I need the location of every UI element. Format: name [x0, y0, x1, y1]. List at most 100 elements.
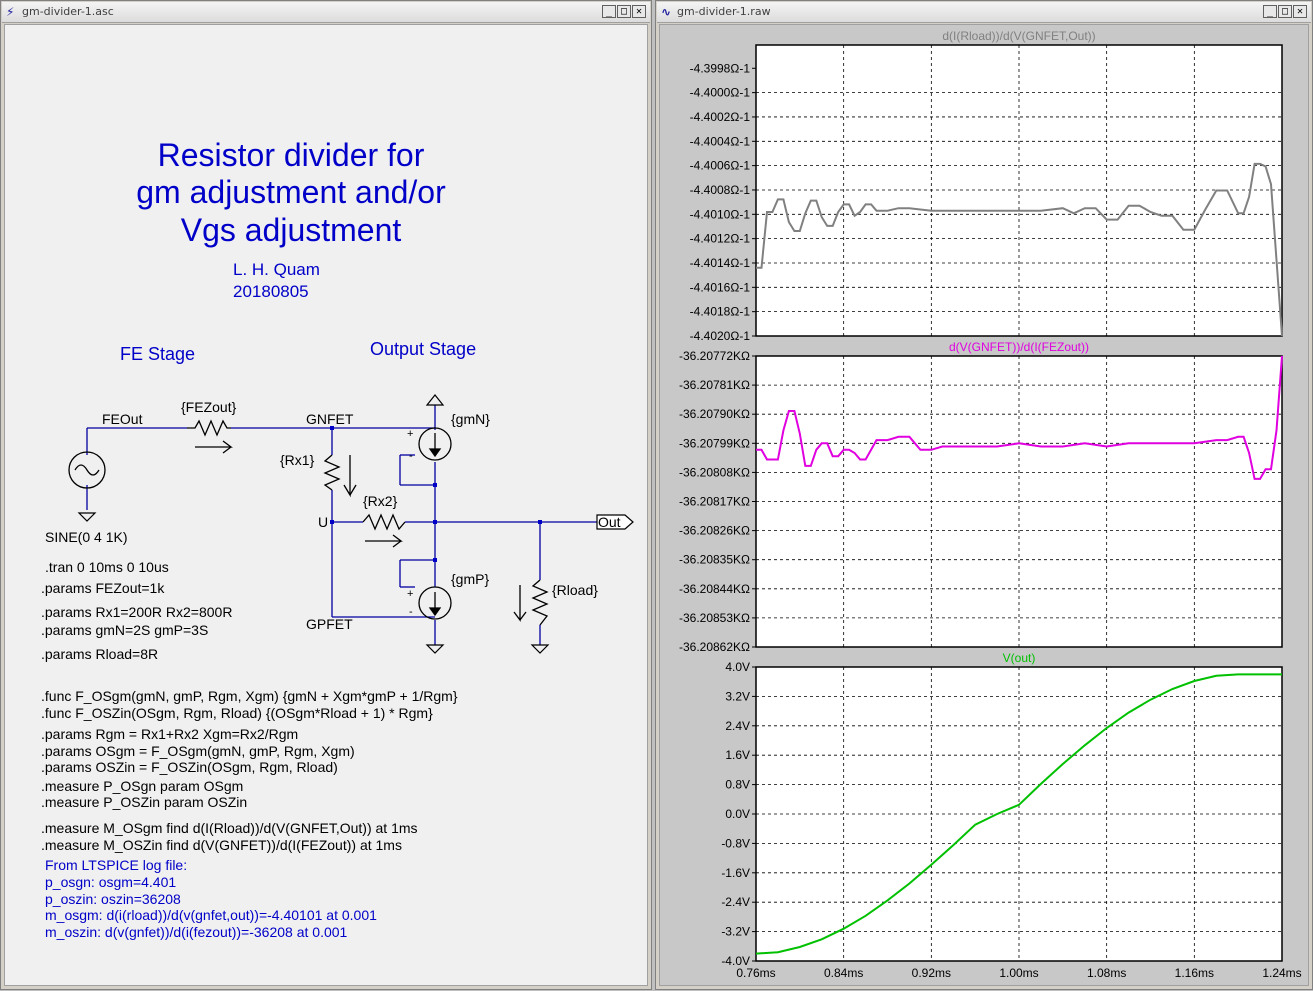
y-tick-label: -36.20808KΩ: [679, 465, 750, 479]
directive[interactable]: .params Rx1=200R Rx2=800R: [41, 604, 232, 620]
y-tick-label: -4.4014Ω-1: [690, 256, 751, 270]
waveform-titlebar[interactable]: ∿ gm-divider-1.raw _ □ ✕: [657, 2, 1311, 23]
out-port-icon[interactable]: [596, 514, 634, 530]
label-rload: {Rload}: [552, 582, 598, 598]
directive[interactable]: .func F_OSZin(OSgm, Rgm, Rload) {(OSgm*R…: [41, 705, 433, 721]
wires: [86, 405, 630, 645]
maximize-button[interactable]: □: [617, 5, 631, 18]
directive[interactable]: .params gmN=2S gmP=3S: [41, 622, 208, 638]
spice-directives: .tran 0 10ms 0 10us .params FEZout=1k .p…: [41, 559, 458, 853]
gmn-plus: +: [407, 428, 413, 440]
waveform-window[interactable]: ∿ gm-divider-1.raw _ □ ✕ d(I(Rload))/d(V…: [655, 0, 1313, 990]
heading-line-2: gm adjustment and/or: [136, 174, 446, 210]
maximize-button[interactable]: □: [1278, 5, 1292, 18]
rx1-resistor[interactable]: [323, 454, 357, 498]
waveform-plots[interactable]: d(I(Rload))/d(V(GNFET,Out))-4.3998Ω-1-4.…: [660, 25, 1310, 987]
y-tick-label: -4.3998Ω-1: [690, 61, 751, 75]
sine-source-symbol[interactable]: [68, 451, 106, 522]
x-tick-label: 0.76ms: [736, 966, 775, 980]
series-line[interactable]: [756, 355, 1283, 480]
y-tick-label: -36.20862KΩ: [679, 640, 750, 654]
x-tick-label: 0.92ms: [912, 966, 951, 980]
junctions: [330, 426, 542, 562]
plot-title: d(V(GNFET))/d(I(FEZout)): [949, 340, 1089, 354]
series-line[interactable]: [756, 162, 1283, 337]
directive[interactable]: .params Rgm = Rx1+Rx2 Xgm=Rx2/Rgm: [41, 726, 298, 742]
gmn-current-source[interactable]: [418, 427, 452, 461]
log-note: From LTSPICE log file:: [45, 857, 187, 873]
series-line[interactable]: [755, 673, 1282, 955]
schematic-canvas[interactable]: Resistor divider for gm adjustment and/o…: [4, 24, 648, 986]
y-tick-label: -36.20835KΩ: [679, 553, 750, 567]
directive[interactable]: .measure M_OSgm find d(I(Rload))/d(V(GNF…: [41, 820, 418, 836]
plot-title: V(out): [1003, 651, 1036, 665]
y-tick-label: -36.20781KΩ: [679, 378, 750, 392]
y-tick-label: -3.2V: [721, 925, 750, 939]
net-label-gnfet: GNFET: [306, 411, 354, 427]
schematic-window[interactable]: ⚡ gm-divider-1.asc _ □ ✕ Resistor divide…: [0, 0, 652, 990]
directive[interactable]: .params Rload=8R: [41, 646, 158, 662]
ground-icon-rload: [530, 644, 550, 654]
y-tick-label: -1.6V: [721, 866, 750, 880]
y-tick-label: 1.6V: [725, 748, 750, 762]
y-tick-label: -36.20799KΩ: [679, 436, 750, 450]
waveform-canvas[interactable]: d(I(Rload))/d(V(GNFET,Out))-4.3998Ω-1-4.…: [659, 24, 1309, 986]
minimize-button[interactable]: _: [602, 5, 616, 18]
directive[interactable]: .params FEZout=1k: [41, 580, 165, 596]
waveform-window-title: gm-divider-1.raw: [677, 5, 771, 18]
directive[interactable]: .params OSZin = F_OSZin(OSgm, Rgm, Rload…: [41, 759, 338, 775]
y-tick-label: -4.4012Ω-1: [690, 232, 751, 246]
directive[interactable]: .measure P_OSgn param OSgm: [41, 778, 243, 794]
y-tick-label: 4.0V: [725, 660, 750, 674]
output-stage-label: Output Stage: [370, 339, 476, 359]
heading-line-1: Resistor divider for: [158, 137, 425, 173]
y-tick-label: -4.4010Ω-1: [690, 207, 751, 221]
y-tick-label: -36.20817KΩ: [679, 495, 750, 509]
waveform-app-icon: ∿: [661, 5, 672, 19]
schematic-window-title: gm-divider-1.asc: [22, 5, 114, 18]
rx2-resistor[interactable]: [362, 513, 406, 548]
plot-pane-1[interactable]: d(I(Rload))/d(V(GNFET,Out))-4.3998Ω-1-4.…: [690, 29, 1283, 343]
close-button[interactable]: ✕: [632, 5, 646, 18]
net-label-feout: FEOut: [102, 411, 143, 427]
y-tick-label: -4.4020Ω-1: [690, 329, 751, 343]
y-tick-label: -36.20772KΩ: [679, 349, 750, 363]
directive[interactable]: .measure P_OSZin param OSZin: [41, 794, 247, 810]
label-gmp: {gmP}: [451, 571, 489, 587]
log-note: p_osgn: osgm=4.401: [45, 874, 176, 890]
x-tick-label: 1.08ms: [1087, 966, 1126, 980]
minimize-button[interactable]: _: [1263, 5, 1277, 18]
author: L. H. Quam: [233, 260, 320, 279]
y-tick-label: 0.0V: [725, 807, 750, 821]
net-label-out: Out: [598, 514, 621, 530]
x-tick-label: 0.84ms: [824, 966, 863, 980]
heading-line-3: Vgs adjustment: [181, 212, 402, 248]
gmp-current-source[interactable]: [418, 586, 452, 620]
fezout-resistor[interactable]: [187, 419, 233, 454]
log-notes: From LTSPICE log file: p_osgn: osgm=4.40…: [45, 857, 377, 940]
close-button[interactable]: ✕: [1293, 5, 1307, 18]
schematic-titlebar[interactable]: ⚡ gm-divider-1.asc _ □ ✕: [2, 2, 650, 23]
y-tick-label: -36.20826KΩ: [679, 524, 750, 538]
y-tick-label: -4.4004Ω-1: [690, 134, 751, 148]
label-rx1: {Rx1}: [280, 452, 315, 468]
x-tick-label: 1.24ms: [1262, 966, 1301, 980]
ground-icon-gmp: [425, 644, 445, 654]
y-tick-label: 0.8V: [725, 778, 750, 792]
gmp-plus: +: [407, 588, 413, 600]
y-tick-label: -36.20844KΩ: [679, 582, 750, 596]
directive[interactable]: .params OSgm = F_OSgm(gmN, gmP, Rgm, Xgm…: [41, 743, 355, 759]
plot-pane-3[interactable]: V(out)4.0V3.2V2.4V1.6V0.8V0.0V-0.8V-1.6V…: [721, 651, 1301, 980]
y-tick-label: -4.4008Ω-1: [690, 183, 751, 197]
label-gmn: {gmN}: [451, 411, 490, 427]
y-tick-label: -4.4000Ω-1: [690, 86, 751, 100]
log-note: m_osgm: d(i(rload))/d(v(gnfet,out))=-4.4…: [45, 907, 377, 923]
schematic-drawing: Resistor divider for gm adjustment and/o…: [41, 137, 634, 940]
directive[interactable]: .measure M_OSZin find d(V(GNFET))/d(I(FE…: [41, 837, 402, 853]
plot-pane-2[interactable]: d(V(GNFET))/d(I(FEZout)) -36.20772KΩ -36.2…: [679, 340, 1283, 654]
directive[interactable]: .tran 0 10ms 0 10us: [45, 559, 169, 575]
y-tick-label: -4.4018Ω-1: [690, 305, 751, 319]
rload-resistor[interactable]: [513, 579, 549, 626]
directive[interactable]: .func F_OSgm(gmN, gmP, Rgm, Xgm) {gmN + …: [41, 688, 458, 704]
y-tick-label: -4.4006Ω-1: [690, 159, 751, 173]
